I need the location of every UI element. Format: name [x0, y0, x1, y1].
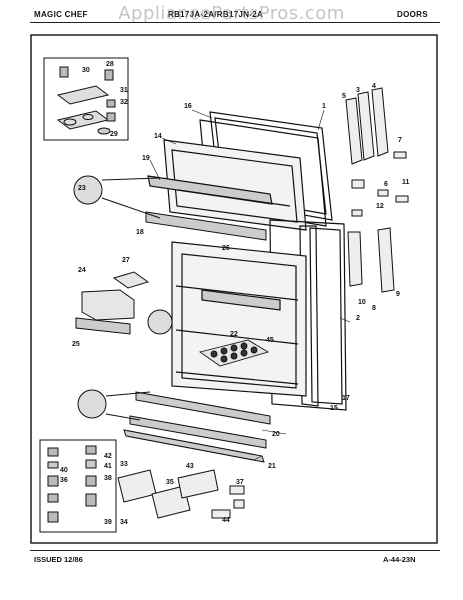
callout-40: 40 — [60, 467, 68, 474]
callout-27: 27 — [122, 257, 130, 264]
callout-15: 15 — [330, 405, 338, 412]
callout-39: 39 — [104, 519, 112, 526]
callout-10: 10 — [358, 299, 366, 306]
callout-36: 36 — [60, 477, 68, 484]
callout-30: 30 — [82, 67, 90, 74]
hinge-brackets — [117, 469, 245, 519]
hardware-inset — [39, 439, 117, 533]
callout-22: 22 — [230, 331, 238, 338]
callout-8: 8 — [372, 305, 376, 312]
callout-labels: 1234567891011121415161718192021222324252… — [60, 61, 410, 526]
callout-25: 25 — [72, 341, 80, 348]
callout-2: 2 — [356, 315, 360, 322]
callout-28: 28 — [106, 61, 114, 68]
door-trim-strips — [123, 391, 271, 463]
callout-24: 24 — [78, 267, 86, 274]
callout-31: 31 — [120, 87, 128, 94]
callout-12: 12 — [376, 203, 384, 210]
callout-3: 3 — [356, 87, 360, 94]
callout-32: 32 — [120, 99, 128, 106]
footer-issue-date: ISSUED 12/86 — [34, 555, 83, 564]
callout-37: 37 — [236, 479, 244, 486]
header-brand: MAGIC CHEF — [34, 10, 88, 19]
callout-6: 6 — [384, 181, 388, 188]
header-model-number: RB17JA-2A/RB17JN-2A — [168, 10, 264, 19]
callout-17: 17 — [342, 395, 350, 402]
watermark: AppliancePartsPros.com — [118, 3, 345, 24]
callout-33: 33 — [120, 461, 128, 468]
callout-9: 9 — [396, 291, 400, 298]
callout-1: 1 — [322, 103, 326, 110]
hinge-inset — [43, 57, 129, 141]
header-rule — [30, 22, 440, 23]
callout-16: 16 — [184, 103, 192, 110]
fresh-food-door-liner — [171, 241, 307, 397]
callout-21: 21 — [268, 463, 276, 470]
callout-14: 14 — [154, 133, 162, 140]
callout-26: 26 — [222, 245, 230, 252]
dairy-compartment — [75, 271, 150, 335]
callout-11: 11 — [402, 179, 410, 186]
callout-44: 44 — [222, 517, 230, 524]
callout-35: 35 — [166, 479, 174, 486]
callout-42: 42 — [104, 453, 112, 460]
diagram-frame — [30, 34, 438, 544]
callout-19: 19 — [142, 155, 150, 162]
callout-4: 4 — [372, 83, 376, 90]
freezer-door-liner — [147, 139, 307, 231]
callout-5: 5 — [342, 93, 346, 100]
leader-lines — [149, 109, 351, 461]
door-handles — [345, 87, 409, 293]
callout-29: 29 — [110, 131, 118, 138]
callout-18: 18 — [136, 229, 144, 236]
callout-23: 23 — [78, 185, 86, 192]
footer-rule — [30, 550, 440, 551]
egg-tray — [198, 339, 270, 367]
header-section-title: DOORS — [397, 10, 428, 19]
callout-20: 20 — [272, 431, 280, 438]
callout-43: 43 — [186, 463, 194, 470]
footer-page-code: A-44-23N — [383, 555, 416, 564]
callout-45: 45 — [266, 337, 274, 344]
callout-38: 38 — [104, 475, 112, 482]
detail-magnifiers — [73, 175, 173, 421]
freezer-door-shelf — [145, 211, 267, 241]
callout-7: 7 — [398, 137, 402, 144]
callout-41: 41 — [104, 463, 112, 470]
callout-34: 34 — [120, 519, 128, 526]
